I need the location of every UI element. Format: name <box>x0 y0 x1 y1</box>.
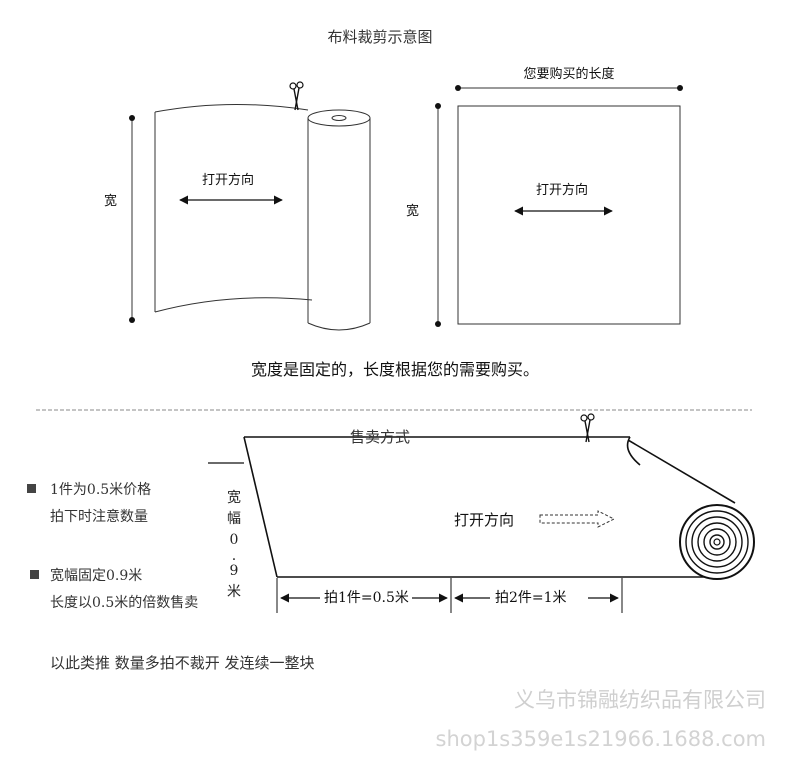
dim-label-2: 拍2件=1米 <box>495 590 567 606</box>
width-char-3: 0 <box>229 532 239 548</box>
width-label-right: 宽 <box>406 204 420 219</box>
dim-label-1: 拍1件=0.5米 <box>324 590 409 606</box>
length-label: 您要购买的长度 <box>523 67 615 82</box>
bullet-marker-1 <box>27 484 36 493</box>
fabric-roll-upright <box>307 109 371 331</box>
sales-method-title: 售卖方式 <box>349 428 410 446</box>
width-dimension-left <box>129 115 135 323</box>
unrolled-fabric-flat <box>208 436 714 578</box>
open-direction-label-1: 打开方向 <box>202 173 255 188</box>
width-char-5: 9 <box>229 563 239 579</box>
watermark-company: 义乌市锦融纺织品有限公司 <box>514 688 766 712</box>
unrolled-fabric-sheet <box>154 103 313 313</box>
summary-text: 以此类推 数量多拍不裁开 发连续一整块 <box>50 654 315 672</box>
note-text: 宽度是固定的，长度根据您的需要购买。 <box>250 360 539 379</box>
bullet2-line2: 长度以0.5米的倍数售卖 <box>50 595 199 611</box>
width-label-left: 宽 <box>104 194 118 209</box>
width-char-6: 米 <box>227 584 241 600</box>
cut-fabric-piece <box>457 105 681 325</box>
length-dimension <box>455 85 683 91</box>
length-dimension-marks <box>276 578 623 613</box>
bullet1-line1: 1件为0.5米价格 <box>50 482 152 498</box>
width-dimension-right <box>435 103 441 327</box>
scissors-icon-2 <box>580 413 595 443</box>
bullet2-line1: 宽幅固定0.9米 <box>50 568 143 584</box>
watermark-url: shop1s359e1s21966.1688.com <box>435 727 766 751</box>
width-char-2: 幅 <box>227 511 241 527</box>
width-char-4: . <box>231 548 237 564</box>
diagram-title: 布料裁剪示意图 <box>327 28 433 46</box>
bullet1-line2: 拍下时注意数量 <box>50 509 148 525</box>
fabric-roll-horizontal <box>626 436 755 580</box>
open-direction-label-3: 打开方向 <box>454 511 515 529</box>
scissors-icon <box>289 81 304 111</box>
width-char-1: 宽 <box>227 490 241 506</box>
width-vertical-label: 宽 幅 0 . 9 米 <box>225 488 243 603</box>
bullet-marker-2 <box>30 570 39 579</box>
open-direction-hollow-arrow <box>539 510 616 528</box>
open-direction-label-2: 打开方向 <box>536 183 589 198</box>
